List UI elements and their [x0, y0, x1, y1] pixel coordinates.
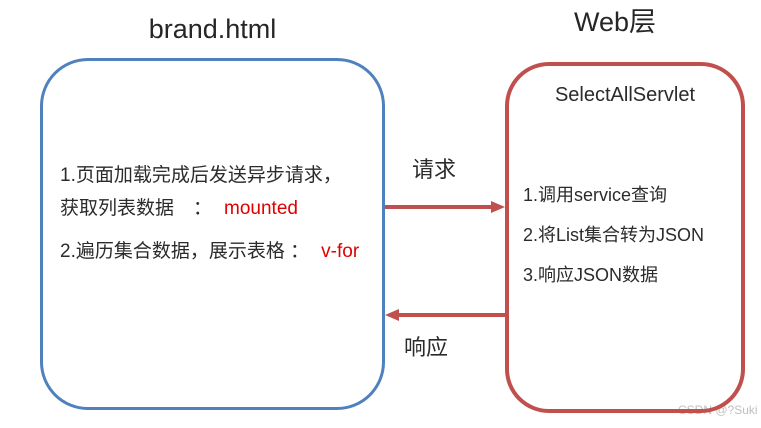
servlet-heading: SelectAllServlet [554, 84, 696, 106]
response-arrow-label: 响应 [404, 335, 449, 360]
line-text: 获取列表数据 ： [60, 198, 213, 219]
highlight-v-for: v-for [321, 241, 360, 262]
line-text: 1.页面加载完成后发送异步请求， [60, 165, 342, 186]
request-arrow-label: 请求 [412, 157, 457, 182]
response-arrow-line [399, 313, 505, 317]
servlet-step-1: 1.调用service查询 [523, 185, 668, 205]
right-panel-title: Web层 [573, 7, 657, 37]
request-arrow-line [385, 205, 491, 209]
servlet-step-2: 2.将List集合转为JSON [523, 225, 705, 245]
response-arrowhead-icon [385, 309, 399, 321]
left-box-line-3: 2.遍历集合数据，展示表格 ： v-for [60, 236, 359, 263]
request-arrowhead-icon [491, 201, 505, 213]
web-servlet-box [505, 62, 745, 413]
browser-page-box [40, 58, 385, 410]
line-text: 2.遍历集合数据，展示表格 ： [60, 241, 310, 262]
left-box-line-2: 获取列表数据 ： mounted [60, 193, 298, 220]
left-box-line-1: 1.页面加载完成后发送异步请求， [60, 160, 342, 187]
watermark: CSDN @?Suki [678, 403, 758, 417]
servlet-step-3: 3.响应JSON数据 [523, 265, 659, 285]
highlight-mounted: mounted [224, 198, 298, 219]
left-panel-title: brand.html [148, 14, 277, 44]
